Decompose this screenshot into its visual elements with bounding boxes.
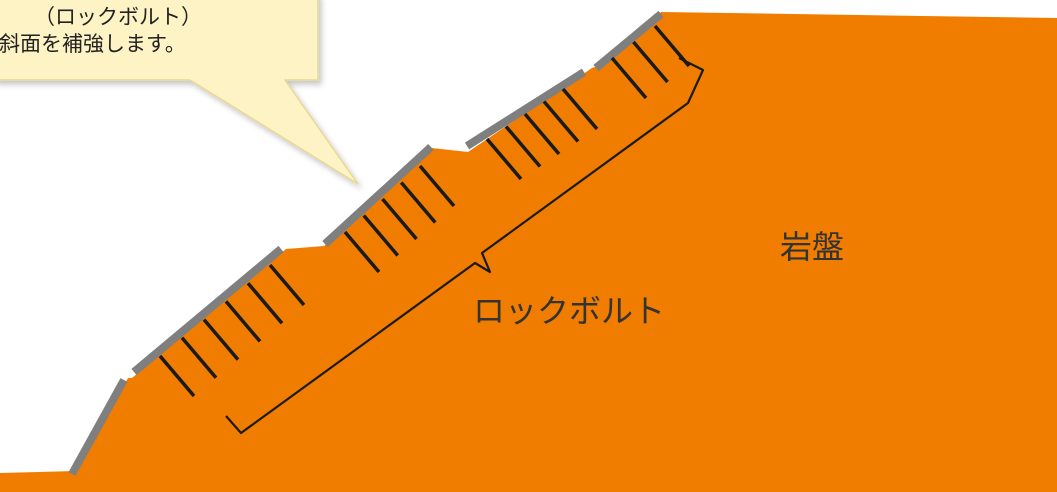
rock-bolt bbox=[202, 318, 240, 361]
rock-bolt bbox=[362, 214, 400, 257]
rock-bolt bbox=[504, 125, 542, 168]
rock-bolt bbox=[523, 112, 561, 156]
callout-text: （ロックボルト） の斜面を補強します。 bbox=[0, 4, 300, 58]
rock-bolts bbox=[158, 24, 691, 398]
rock-bolt bbox=[418, 164, 456, 208]
plate-2 bbox=[322, 144, 434, 247]
rock-bolt bbox=[399, 181, 437, 224]
rock-bolt bbox=[632, 40, 669, 84]
rock-bolt bbox=[224, 300, 262, 343]
rock-bolt bbox=[381, 197, 418, 241]
plate-1 bbox=[131, 245, 284, 376]
rockbolt-label: ロックボルト bbox=[473, 292, 666, 330]
rock-bolt bbox=[343, 230, 381, 274]
plate-3 bbox=[464, 68, 587, 150]
callout-line-1: （ロックボルト） bbox=[34, 5, 202, 29]
rock-label: 岩盤 bbox=[780, 228, 845, 266]
facing-plates bbox=[68, 10, 664, 476]
rock-bolt bbox=[542, 100, 580, 143]
rock-bolt bbox=[158, 354, 196, 398]
plate-4 bbox=[593, 10, 664, 72]
rock-bolt bbox=[246, 282, 284, 325]
rock-bolt bbox=[561, 87, 599, 131]
plate-toe bbox=[68, 378, 128, 476]
rock-mass bbox=[0, 12, 1057, 492]
callout-line-2: の斜面を補強します。 bbox=[0, 32, 186, 56]
rock-bolt bbox=[610, 56, 648, 100]
rockbolt-bracket bbox=[225, 57, 705, 435]
callout-bubble bbox=[0, 0, 359, 185]
rock-bolt bbox=[485, 137, 523, 181]
rock-bolt bbox=[180, 336, 218, 379]
rock-bolt bbox=[268, 263, 306, 307]
